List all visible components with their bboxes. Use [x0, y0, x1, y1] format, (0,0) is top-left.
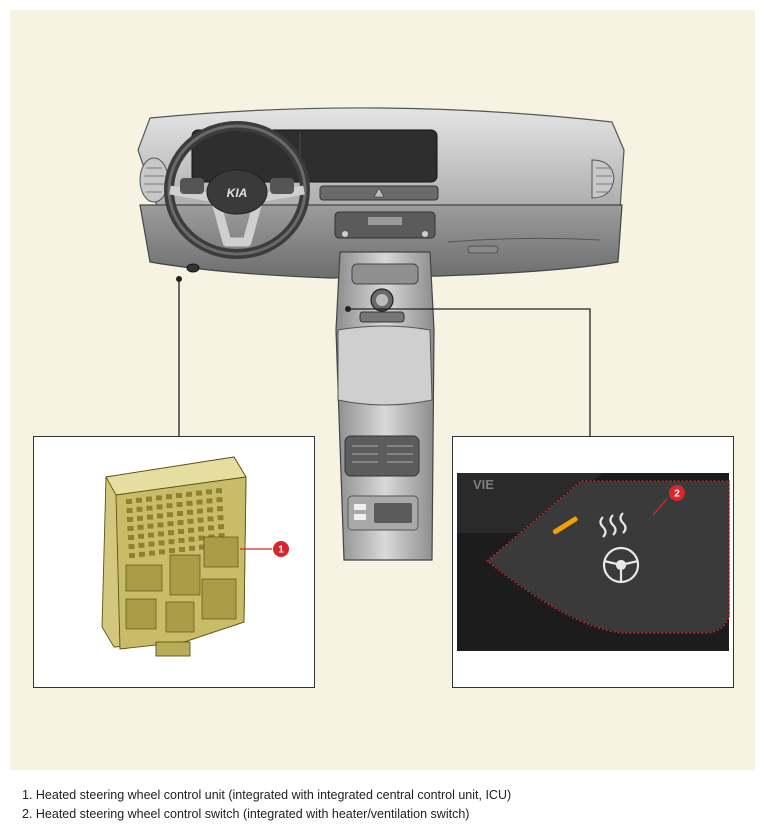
connector-pin	[136, 497, 142, 503]
control-unit-detail-box: 1	[33, 436, 315, 688]
connector-pin	[198, 526, 204, 532]
connector-pin	[208, 525, 214, 531]
rear-vents	[344, 435, 420, 477]
connector-pin	[147, 523, 154, 529]
callout-1-number: 1	[278, 545, 284, 556]
connector-pin	[159, 549, 165, 555]
connector-pin	[218, 533, 225, 539]
connector-pin	[206, 489, 212, 495]
connector-pin	[166, 503, 173, 509]
left-vent	[139, 157, 169, 203]
connector-pin	[206, 498, 213, 504]
connector-pin	[146, 505, 153, 511]
connector-pin	[148, 532, 154, 538]
connector-pin	[168, 530, 174, 536]
connector-pin	[138, 542, 145, 548]
connector-pin	[147, 514, 153, 520]
caption-1: 1. Heated steering wheel control unit (i…	[22, 788, 512, 802]
connector-pin	[177, 511, 183, 516]
connector-pin	[176, 502, 183, 507]
connector-pin	[177, 520, 184, 525]
connector-pin	[157, 522, 164, 528]
heated-steering-wheel-icon	[599, 512, 640, 584]
connector-pin	[216, 488, 222, 494]
connector-pin	[196, 490, 202, 496]
connector-pin	[188, 536, 195, 542]
switch-indicator-light	[552, 516, 578, 535]
connector-pin	[158, 531, 164, 537]
connector-pin	[207, 516, 214, 522]
figure-captions: 1. Heated steering wheel control unit (i…	[22, 786, 511, 824]
connector-pin	[156, 504, 163, 510]
connector-pin	[157, 513, 163, 519]
switch-panel-label: VIE	[473, 477, 494, 492]
connector-pin	[196, 499, 203, 505]
connector-pin	[217, 506, 223, 512]
connector-pin	[186, 491, 192, 497]
control-switch-illustration: VIE 2	[457, 473, 730, 651]
connector-pin	[137, 515, 143, 521]
connector-pin	[187, 509, 193, 515]
connector-pin	[199, 544, 205, 550]
connector-pin	[126, 508, 133, 513]
connector-pin	[128, 535, 134, 540]
connector-pin	[166, 494, 172, 500]
connector-pin	[168, 539, 175, 545]
connector-pin	[156, 495, 162, 501]
connector-pin	[127, 517, 133, 522]
armrest	[337, 325, 433, 406]
callout-2	[669, 485, 685, 501]
kia-logo: KIA	[227, 186, 248, 200]
instrument-display	[191, 129, 438, 183]
connector-pin	[218, 524, 224, 530]
connector-pin	[186, 500, 193, 506]
connector-pin	[138, 533, 144, 539]
connector-pin	[176, 493, 182, 498]
connector-pin	[179, 547, 185, 552]
connector-pin	[178, 538, 185, 543]
connector-pin	[167, 521, 174, 527]
connector-pin	[139, 551, 145, 557]
steering-wheel: KIA	[164, 121, 310, 259]
callout-1	[273, 541, 289, 557]
connector-pin	[158, 540, 165, 546]
connector-pin	[149, 550, 155, 556]
connector-pin	[187, 518, 194, 524]
caption-2: 2. Heated steering wheel control switch …	[22, 807, 470, 821]
callout-2-number: 2	[674, 489, 680, 500]
connector-pin	[136, 506, 143, 512]
connector-pin	[146, 496, 152, 502]
connector-pin	[197, 508, 203, 514]
connector-pin	[216, 497, 223, 503]
control-switch-detail-box: VIE 2	[452, 436, 734, 688]
leader-line-2	[348, 308, 591, 436]
connector-pin	[129, 553, 135, 558]
control-unit-illustration: 1	[101, 456, 289, 657]
connector-pin	[127, 526, 134, 531]
connector-pin	[189, 545, 195, 551]
connector-pin	[126, 499, 132, 504]
connector-pin	[137, 524, 144, 530]
connector-pin	[178, 529, 184, 534]
connector-pin	[167, 512, 173, 518]
connector-pin	[148, 541, 155, 547]
connector-pin	[188, 527, 194, 533]
connector-pin	[169, 548, 175, 554]
connector-pin	[217, 515, 224, 521]
connector-pin	[197, 517, 204, 523]
connector-pin	[128, 544, 135, 549]
right-vent	[591, 159, 615, 199]
connector-pin	[198, 535, 205, 541]
connector-pin	[207, 507, 213, 513]
